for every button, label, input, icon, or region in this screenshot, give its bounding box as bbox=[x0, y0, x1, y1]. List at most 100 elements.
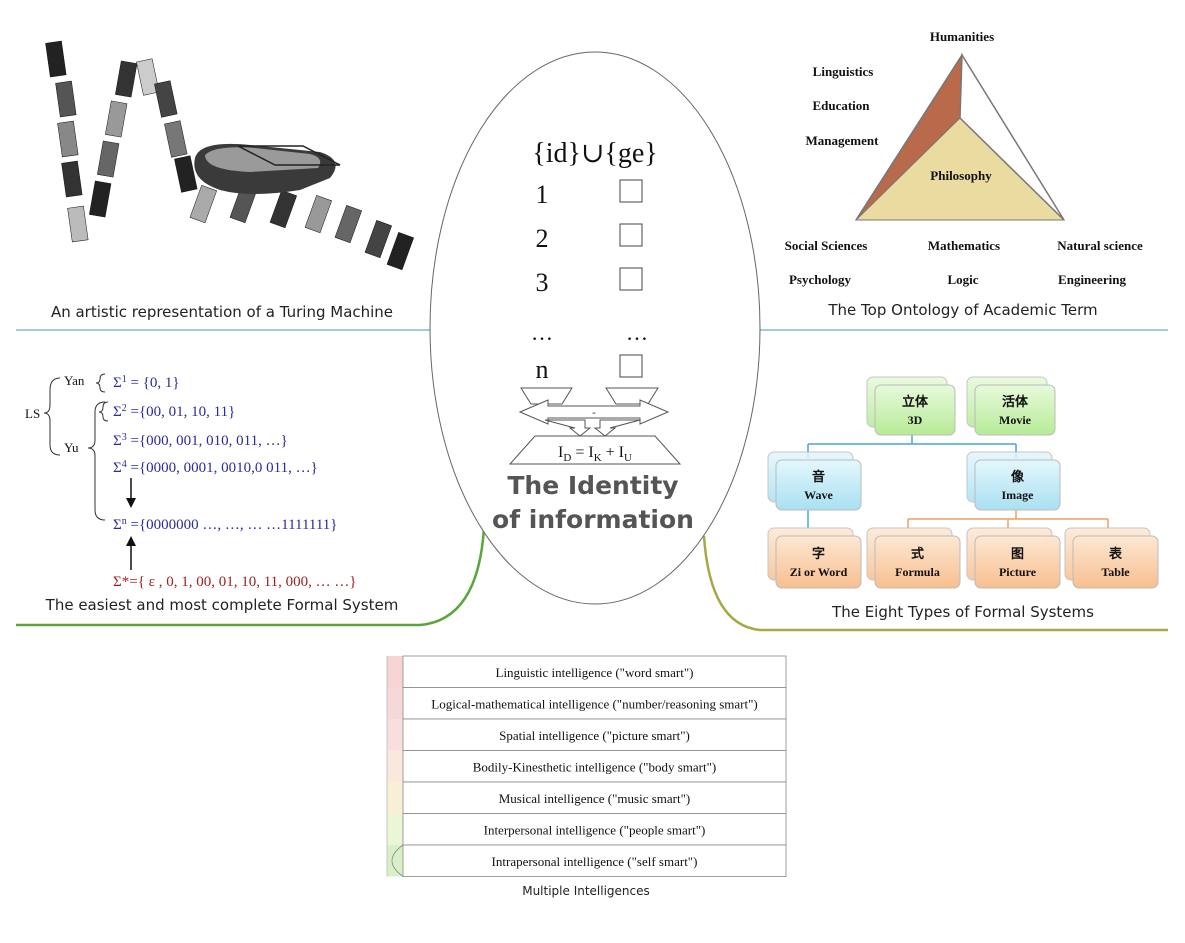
tape-cell bbox=[61, 160, 83, 198]
table-cell: Logical-mathematical intelligence ("numb… bbox=[431, 696, 757, 711]
table-row bbox=[402, 844, 787, 877]
sigma-sup: 1 bbox=[122, 374, 127, 385]
tape-cell bbox=[67, 205, 89, 243]
tape-cell bbox=[45, 40, 67, 78]
sigma-symbol: Σ bbox=[113, 404, 122, 420]
tape-cell bbox=[57, 120, 79, 158]
box-3d: 立体 3D bbox=[866, 376, 956, 436]
tape-cell bbox=[164, 120, 188, 158]
table-row-tint bbox=[387, 750, 403, 782]
triangle-edge bbox=[855, 54, 963, 221]
tape-cell bbox=[89, 180, 112, 218]
sigma-line: Σ2 ={00, 01, 10, 11} bbox=[113, 403, 235, 420]
box-en: Table bbox=[1101, 565, 1130, 579]
sigma-rest: ={000, 001, 010, 011, …} bbox=[127, 433, 288, 449]
table-cell: Musical intelligence ("music smart") bbox=[499, 791, 690, 806]
row-label: … bbox=[531, 320, 553, 345]
sigma-sup: n bbox=[122, 516, 127, 527]
box-zh: 图 bbox=[1011, 546, 1024, 561]
machine-frame bbox=[237, 145, 341, 166]
sigma-symbol: Σ bbox=[113, 517, 122, 533]
ontology-bottom-2a: Psychology bbox=[789, 272, 852, 287]
box-movie: 活体 Movie bbox=[966, 376, 1056, 436]
connector-bottom-left bbox=[16, 527, 486, 627]
tape-cell bbox=[189, 185, 217, 224]
box-zh: 字 bbox=[812, 546, 825, 561]
sigma-line: Σn ={0000000 …, …, … …1111111} bbox=[113, 516, 338, 533]
eight-types-connectors bbox=[807, 434, 1017, 528]
tape-cell bbox=[97, 140, 120, 178]
intelligence-table: Linguistic intelligence ("word smart") Lo… bbox=[386, 655, 787, 877]
box-zh: 式 bbox=[911, 546, 924, 561]
formula-plus: + I bbox=[602, 444, 624, 461]
sigma-line: Σ3 ={000, 001, 010, 011, …} bbox=[113, 432, 288, 449]
box-en: Movie bbox=[999, 413, 1032, 427]
box-zh: 表 bbox=[1108, 546, 1123, 561]
sigma-star-line: Σ*={ ε , 0, 1, 00, 01, 10, 11, 000, … …} bbox=[113, 574, 357, 590]
formula-sub-d: D bbox=[563, 452, 571, 464]
row-label: n bbox=[536, 355, 549, 384]
table-cell: Linguistic intelligence ("word smart") bbox=[496, 665, 694, 680]
sigma2-brace bbox=[98, 401, 109, 422]
ontology-diagram: Humanities Linguistics Education Managem… bbox=[785, 29, 1143, 287]
sigma-symbol: Σ bbox=[113, 375, 122, 391]
formula-i: I bbox=[558, 444, 563, 461]
ontology-bottom-1c: Natural science bbox=[1057, 238, 1143, 253]
tape-cell bbox=[174, 155, 198, 193]
ontology-bottom-1b: Mathematics bbox=[928, 238, 1000, 253]
ontology-top: Humanities bbox=[930, 29, 994, 44]
box-en: Wave bbox=[804, 488, 833, 502]
sigma-rest: ={0000, 0001, 0010,0 011, …} bbox=[127, 460, 318, 476]
table-row-tint bbox=[387, 687, 403, 719]
table-row-tint bbox=[387, 845, 403, 877]
checkbox bbox=[619, 223, 643, 247]
table-row-tint bbox=[387, 656, 403, 688]
eight-types-caption: The Eight Types of Formal Systems bbox=[831, 603, 1094, 621]
ontology-bottom-2b: Logic bbox=[947, 272, 978, 287]
identity-title-2: of information bbox=[492, 505, 694, 534]
connector-bottom-right bbox=[702, 535, 1168, 632]
formal-caption: The easiest and most complete Formal Sys… bbox=[45, 596, 399, 614]
center-ellipse bbox=[429, 51, 761, 605]
checkbox bbox=[619, 179, 643, 203]
sigma-rest: = {0, 1} bbox=[127, 375, 180, 391]
box-table: 表 Table bbox=[1064, 527, 1159, 589]
checkbox bbox=[619, 267, 643, 291]
tape-cell bbox=[386, 232, 414, 271]
sigma-rest: ={0000000 …, …, … …1111111} bbox=[127, 517, 338, 533]
ls-brace bbox=[43, 377, 61, 456]
ontology-center: Philosophy bbox=[930, 168, 992, 183]
down-arrow-left bbox=[544, 419, 592, 437]
box-zh: 立体 bbox=[902, 394, 929, 409]
row-dots-right: … bbox=[626, 320, 648, 345]
box-word: 字Zi or Word bbox=[767, 527, 862, 589]
table-row-tint bbox=[387, 813, 403, 845]
box-zh: 活体 bbox=[1002, 394, 1029, 409]
box-zh: 像 bbox=[1011, 469, 1025, 484]
tape-cell bbox=[304, 195, 332, 234]
ontology-bottom-1a: Social Sciences bbox=[785, 238, 868, 253]
formula-eq: = I bbox=[571, 444, 593, 461]
identity-title-1: The Identity bbox=[507, 471, 678, 500]
sigma-sup: 4 bbox=[122, 459, 127, 470]
checkbox bbox=[619, 354, 643, 378]
formal-lines: Σ1 = {0, 1}Σ2 ={00, 01, 10, 11}Σ3 ={000,… bbox=[113, 374, 338, 533]
sigma-symbol: Σ bbox=[113, 460, 122, 476]
formula-sub-u: U bbox=[624, 452, 632, 464]
machine-top bbox=[205, 147, 321, 172]
ontology-caption: The Top Ontology of Academic Term bbox=[827, 301, 1097, 319]
table-cell: Intrapersonal intelligence ("self smart"… bbox=[492, 854, 698, 869]
row-label: 2 bbox=[536, 224, 549, 253]
eight-types-connectors-orange bbox=[907, 510, 1109, 528]
ls-label: LS bbox=[25, 406, 40, 421]
tape-cell bbox=[115, 60, 138, 98]
tape-cell bbox=[136, 58, 160, 96]
table-row-tint bbox=[387, 782, 403, 814]
left-funnel bbox=[520, 387, 573, 405]
box-en: 3D bbox=[908, 413, 923, 427]
